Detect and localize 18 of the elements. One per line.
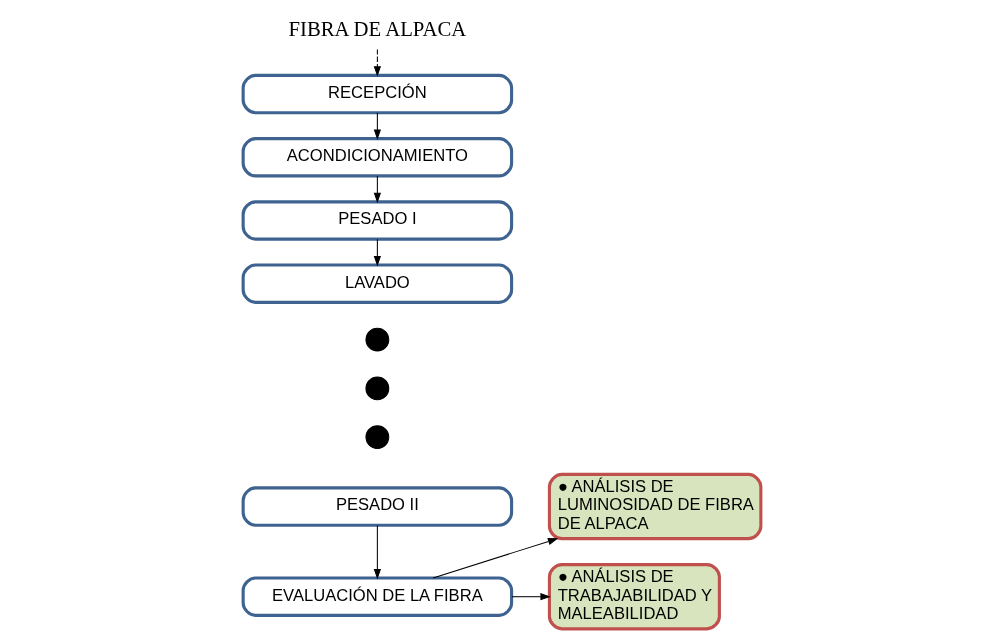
arrow <box>511 593 551 601</box>
arrow <box>432 537 559 579</box>
arrow <box>373 175 381 204</box>
node-box: ● ANÁLISIS DE LUMINOSIDAD DE FIBRA DE ALPACA <box>547 472 763 541</box>
node-circle <box>365 425 390 449</box>
node-box: ● ANÁLISIS DE TRABAJABILIDAD Y MALEABILIDAD <box>547 563 721 631</box>
node-circle <box>365 376 390 401</box>
node-box: PESADO I <box>241 200 514 241</box>
arrow <box>373 238 381 267</box>
node-text: FIBRA DE ALPACA <box>288 17 467 40</box>
node-box: LAVADO <box>241 263 514 304</box>
node-box: RECEPCIÓN <box>241 73 514 115</box>
node-box: ACONDICIONAMIENTO <box>241 137 514 178</box>
node-box: EVALUACIÓN DE LA FIBRA <box>241 576 514 617</box>
arrow <box>373 49 381 77</box>
node-box: PESADO II <box>241 486 514 527</box>
node-circle <box>365 327 390 352</box>
arrow <box>373 524 381 580</box>
